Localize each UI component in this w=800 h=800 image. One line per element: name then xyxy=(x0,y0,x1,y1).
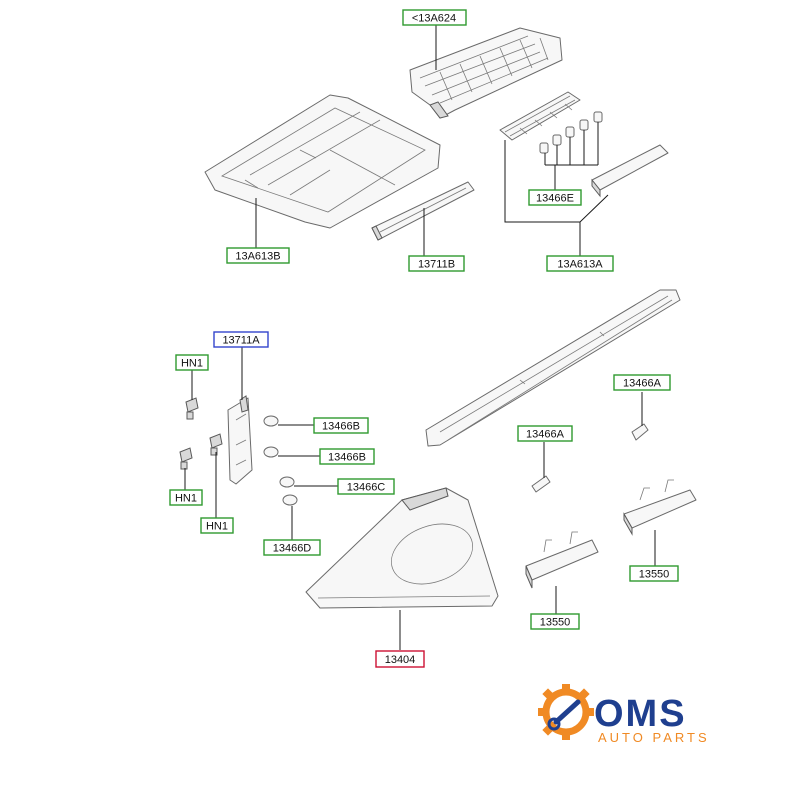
holder-13550-right xyxy=(623,479,697,536)
label-13466A-a: 13466A xyxy=(613,374,671,391)
harness-13A613A xyxy=(499,91,669,198)
svg-text:HN1: HN1 xyxy=(181,358,203,370)
screws xyxy=(263,415,298,506)
svg-text:13466B: 13466B xyxy=(328,452,366,464)
label-13466A-b: 13466A xyxy=(517,425,573,442)
svg-text:13466A: 13466A xyxy=(623,378,662,390)
label-13466C: 13466C xyxy=(337,478,395,495)
svg-text:13711B: 13711B xyxy=(418,259,455,271)
svg-text:13466B: 13466B xyxy=(322,421,360,433)
label-HN1-a: HN1 xyxy=(175,354,209,371)
svg-text:13550: 13550 xyxy=(639,569,670,581)
label-13466B-b: 13466B xyxy=(319,448,375,465)
bulb-13466A xyxy=(531,423,649,493)
svg-text:13466A: 13466A xyxy=(526,429,565,441)
label-13A613A: 13A613A xyxy=(546,255,614,272)
logo-wordmark: OMS xyxy=(594,693,687,735)
svg-text:13466D: 13466D xyxy=(273,543,312,555)
bracket-13A624 xyxy=(409,27,563,119)
gear-icon xyxy=(538,684,594,740)
label-13550-left: 13550 xyxy=(530,613,580,630)
label-13A613B: 13A613B xyxy=(226,247,290,264)
label-HN1-c: HN1 xyxy=(200,517,234,534)
strip-13711B xyxy=(371,181,475,241)
label-13466B-a: 13466B xyxy=(313,417,369,434)
svg-text:13466C: 13466C xyxy=(347,482,386,494)
bracket-13711A xyxy=(227,395,253,485)
label-13711A: 13711A xyxy=(213,331,269,348)
label-13466D: 13466D xyxy=(263,539,321,556)
svg-text:13404: 13404 xyxy=(385,654,416,666)
label-13A624: <13A624 xyxy=(402,9,467,26)
logo-tagline: AUTO PARTS xyxy=(598,730,710,745)
oms-logo: OMS AUTO PARTS xyxy=(538,684,710,745)
light-bar xyxy=(425,289,681,447)
svg-text:13466E: 13466E xyxy=(536,193,574,205)
svg-text:13A613A: 13A613A xyxy=(557,259,603,271)
label-13711B: 13711B xyxy=(408,255,465,272)
svg-text:13A613B: 13A613B xyxy=(235,251,280,263)
svg-text:13550: 13550 xyxy=(540,617,571,629)
lamp-13404 xyxy=(305,487,499,609)
svg-text:<13A624: <13A624 xyxy=(412,13,456,25)
label-13550-right: 13550 xyxy=(629,565,679,582)
label-13404: 13404 xyxy=(375,650,425,668)
nuts-HN1 xyxy=(179,397,223,470)
svg-text:HN1: HN1 xyxy=(206,521,228,533)
svg-text:HN1: HN1 xyxy=(175,493,197,505)
holder-13550-left xyxy=(525,531,599,589)
label-HN1-b: HN1 xyxy=(169,489,203,506)
svg-text:13711A: 13711A xyxy=(222,335,260,347)
housing-13A613B xyxy=(204,94,441,229)
label-13466E: 13466E xyxy=(528,189,582,206)
